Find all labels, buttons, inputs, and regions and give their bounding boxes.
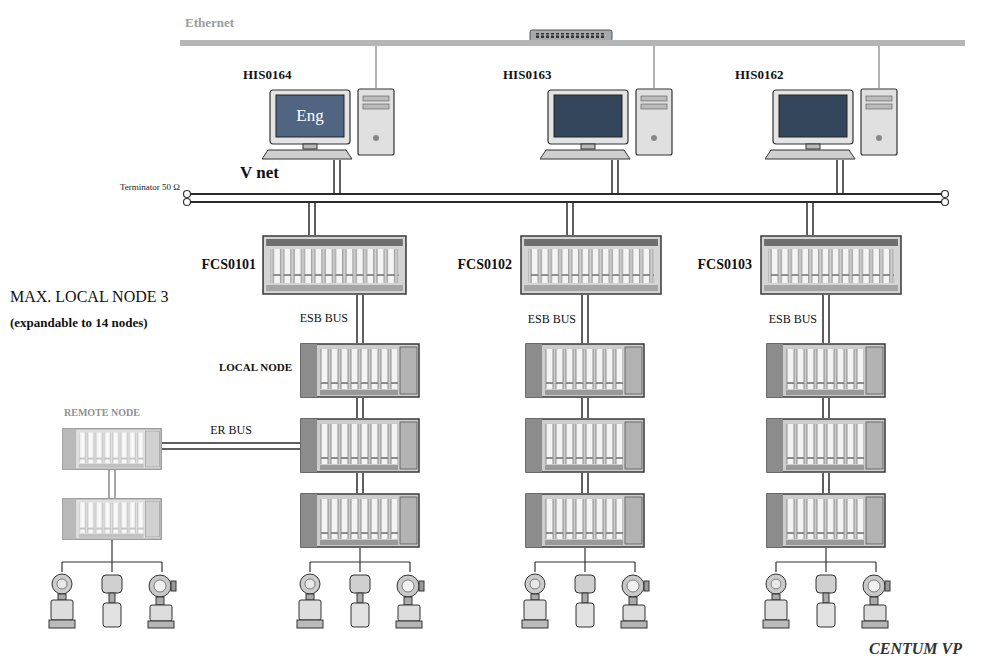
vnet-link bbox=[334, 160, 340, 193]
local-node-unit bbox=[526, 419, 644, 472]
transmitter-icon bbox=[621, 575, 649, 628]
controller-rack bbox=[263, 236, 406, 294]
local-node-unit bbox=[526, 494, 644, 547]
controller: FCS0101 bbox=[262, 235, 407, 295]
transmitter-icon bbox=[575, 575, 595, 627]
vnet-link bbox=[309, 203, 315, 235]
bus-label: ESB BUS bbox=[769, 313, 817, 327]
transmitter-icon bbox=[102, 575, 122, 627]
node-name: REMOTE NODE bbox=[64, 407, 140, 419]
local-node-unit bbox=[301, 494, 419, 547]
esb-bus-link bbox=[357, 295, 363, 343]
local-node-unit bbox=[767, 344, 885, 397]
remote-node-unit bbox=[63, 499, 161, 539]
node-name: LOCAL NODE bbox=[219, 361, 292, 374]
vnet-link bbox=[837, 160, 843, 193]
controller: FCS0103 bbox=[760, 235, 902, 295]
transmitter-icon bbox=[49, 574, 75, 628]
control-bus: V net bbox=[190, 193, 942, 203]
bus-label: ESB BUS bbox=[528, 313, 576, 327]
workstation-icon bbox=[540, 89, 672, 159]
workstation: HIS0163 bbox=[540, 88, 676, 160]
local-node-unit bbox=[767, 419, 885, 472]
bus-label: ER BUS bbox=[208, 424, 254, 438]
switch-ports bbox=[536, 33, 606, 38]
terminator-symbol bbox=[942, 199, 949, 206]
capacity-note: MAX. LOCAL NODE 3 bbox=[10, 288, 169, 306]
transmitter-icon bbox=[522, 574, 548, 628]
station-name: HIS0163 bbox=[503, 68, 551, 83]
local-node-unit bbox=[767, 494, 885, 547]
esb-bus-wire bbox=[357, 398, 829, 493]
transmitter-icon bbox=[862, 575, 890, 628]
controller: FCS0102 bbox=[520, 235, 662, 295]
terminator-note: Terminator 50 Ω bbox=[120, 182, 180, 192]
transmitter-icon bbox=[297, 574, 323, 628]
vnet-link bbox=[567, 203, 573, 235]
ethernet-link bbox=[375, 46, 377, 88]
field-wire bbox=[62, 540, 876, 572]
ethernet-bus: Ethernet bbox=[180, 40, 965, 46]
ethernet-link bbox=[653, 46, 655, 88]
transmitter-icon bbox=[816, 575, 836, 627]
station-name: FCS0101 bbox=[202, 257, 256, 273]
ethernet-link bbox=[878, 46, 880, 88]
vnet-link bbox=[612, 160, 618, 193]
network-name: V net bbox=[240, 163, 279, 183]
station-name: HIS0164 bbox=[243, 68, 291, 83]
workstation: HIS0162 bbox=[765, 88, 901, 160]
bus-terminator bbox=[184, 191, 949, 206]
capacity-note: (expandable to 14 nodes) bbox=[10, 316, 148, 331]
esb-bus-wire bbox=[582, 295, 829, 343]
screen-label: Eng bbox=[296, 106, 323, 126]
workstation-icon bbox=[765, 89, 897, 159]
local-node-unit bbox=[301, 419, 419, 472]
workstation-icon bbox=[262, 89, 394, 159]
local-node-stack: LOCAL NODE bbox=[300, 343, 420, 548]
controller-rack bbox=[521, 236, 661, 294]
remote-bus-wire bbox=[109, 470, 115, 498]
transmitter-icon bbox=[396, 575, 424, 628]
controller-rack bbox=[761, 236, 901, 294]
local-node-unit bbox=[301, 344, 419, 397]
remote-node-stack: REMOTE NODE bbox=[62, 428, 162, 540]
bus-label: ESB BUS bbox=[298, 312, 350, 326]
station-name: HIS0162 bbox=[735, 68, 783, 83]
transmitter-icon bbox=[148, 575, 176, 628]
transmitter-icon bbox=[763, 574, 789, 628]
station-name: FCS0103 bbox=[698, 257, 752, 273]
station-name: FCS0102 bbox=[458, 257, 512, 273]
er-bus-link bbox=[162, 443, 300, 449]
network-name: Ethernet bbox=[185, 16, 234, 31]
workstation: HIS0164Eng bbox=[262, 88, 398, 160]
local-node-unit bbox=[526, 344, 644, 397]
brand-logo: CENTUM VP bbox=[869, 640, 962, 658]
terminator-symbol bbox=[942, 191, 949, 198]
transmitter-icon bbox=[350, 575, 370, 627]
remote-node-unit bbox=[63, 429, 161, 469]
vnet-link bbox=[807, 203, 813, 235]
